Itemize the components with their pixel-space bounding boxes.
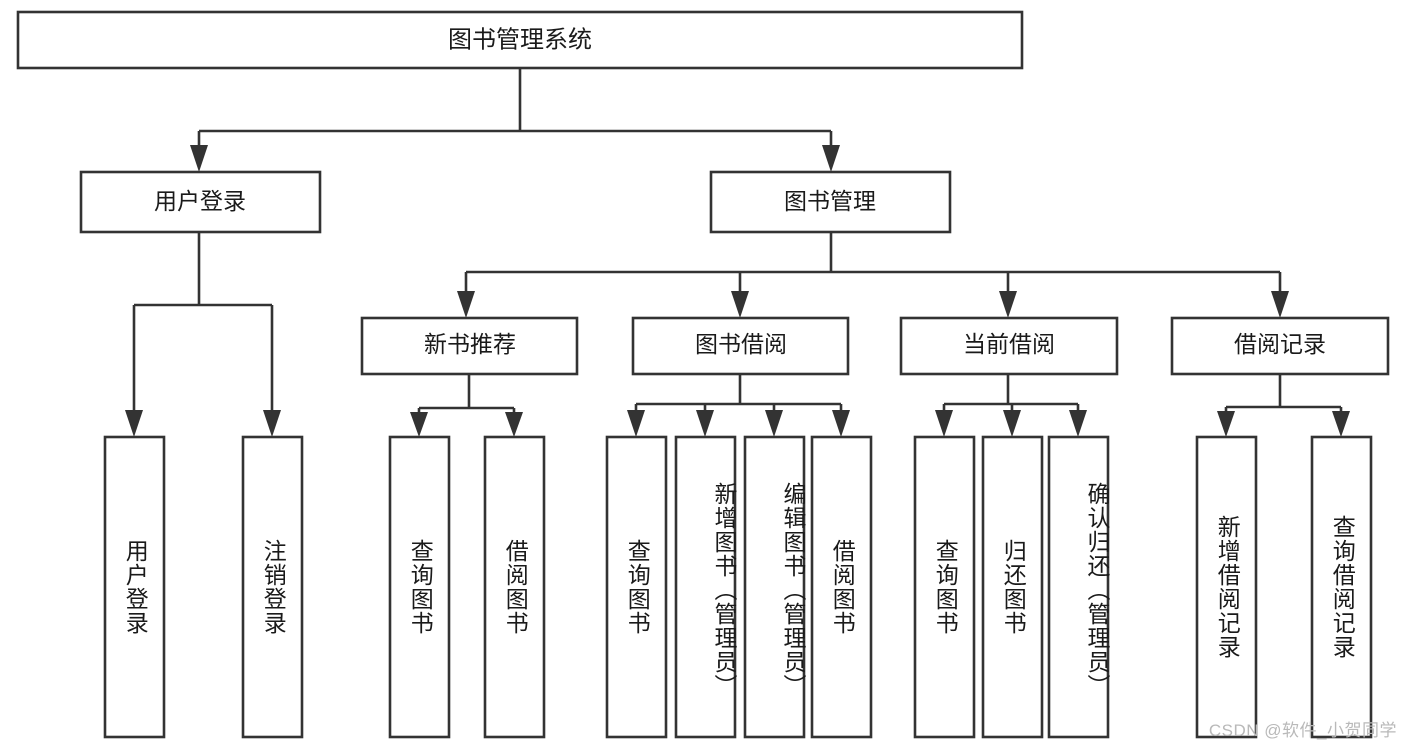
node-root-title[interactable]: 图书管理系统 [16,10,1024,70]
arrow-head-new-book-recommend [457,291,475,318]
node-user-login-label: 用户登录 [154,188,246,214]
csdn-watermark: CSDN @软件_小贺同学 [1208,721,1397,740]
connector-group-root [190,68,840,172]
arrow-head-leaf-borrow-book-1 [505,412,523,437]
arrow-head-leaf-confirm-return [1069,410,1087,437]
node-new-book-recommend-rect[interactable] [360,316,579,376]
node-book-management-label: 图书管理 [784,188,876,214]
connector-group-user-login [125,232,281,437]
node-new-book-recommend[interactable]: 新书推荐 [360,316,579,376]
arrow-head-borrow-record [1271,291,1289,318]
arrow-head-leaf-borrow-book-2 [832,410,850,437]
connector-group-borrow-record [1217,374,1350,437]
node-current-borrow-label: 当前借阅 [963,331,1055,357]
arrow-head-leaf-edit-book [765,410,783,437]
connector-group-book-borrow [627,374,850,437]
node-leaf-borrow-book-1-rect[interactable] [483,435,546,739]
connector-group-book-management [457,232,1289,318]
node-leaf-edit-book-rect[interactable] [743,435,806,739]
node-book-borrow-label: 图书借阅 [695,331,787,357]
arrow-head-leaf-query-record [1332,411,1350,437]
node-current-borrow[interactable]: 当前借阅 [899,316,1119,376]
node-user-login-rect[interactable] [79,170,322,234]
node-borrow-record[interactable]: 借阅记录 [1170,316,1390,376]
node-leaf-user-login-rect[interactable] [103,435,166,739]
node-book-management[interactable]: 图书管理 [709,170,952,234]
node-borrow-record-label: 借阅记录 [1234,331,1326,357]
arrow-head-leaf-query-book-3 [935,410,953,437]
node-user-login[interactable]: 用户登录 [79,170,322,234]
node-current-borrow-rect[interactable] [899,316,1119,376]
arrow-head-leaf-user-login [125,410,143,437]
node-leaf-add-book-rect[interactable] [674,435,737,739]
node-leaf-query-book-3-rect[interactable] [913,435,976,739]
arrow-head-leaf-add-record [1217,411,1235,437]
arrow-head-user-login [190,145,208,172]
node-borrow-record-rect[interactable] [1170,316,1390,376]
node-new-book-recommend-label: 新书推荐 [424,331,516,357]
arrow-head-leaf-return-book [1003,410,1021,437]
arrow-head-leaf-query-book-2 [627,410,645,437]
node-leaf-add-record-rect[interactable] [1195,435,1258,739]
node-root-title-label: 图书管理系统 [448,26,592,53]
arrow-head-book-management [822,145,840,172]
arrow-head-leaf-logout-login [263,410,281,437]
arrow-head-book-borrow [731,291,749,318]
node-root-title-rect[interactable] [16,10,1024,70]
node-leaf-confirm-return-rect[interactable] [1047,435,1110,739]
arrow-head-leaf-add-book [696,410,714,437]
connector-group-new-book-recommend [410,374,523,437]
arrow-head-current-borrow [999,291,1017,318]
connector-group-current-borrow [935,374,1087,437]
node-leaf-query-book-2-rect[interactable] [605,435,668,739]
node-leaf-query-book-1-rect[interactable] [388,435,451,739]
node-leaf-logout-login-rect[interactable] [241,435,304,739]
node-leaf-return-book-rect[interactable] [981,435,1044,739]
node-book-borrow[interactable]: 图书借阅 [631,316,850,376]
node-leaf-query-record-rect[interactable] [1310,435,1373,739]
node-book-borrow-rect[interactable] [631,316,850,376]
node-leaf-borrow-book-2-rect[interactable] [810,435,873,739]
node-book-management-rect[interactable] [709,170,952,234]
arrow-head-leaf-query-book-1 [410,412,428,437]
